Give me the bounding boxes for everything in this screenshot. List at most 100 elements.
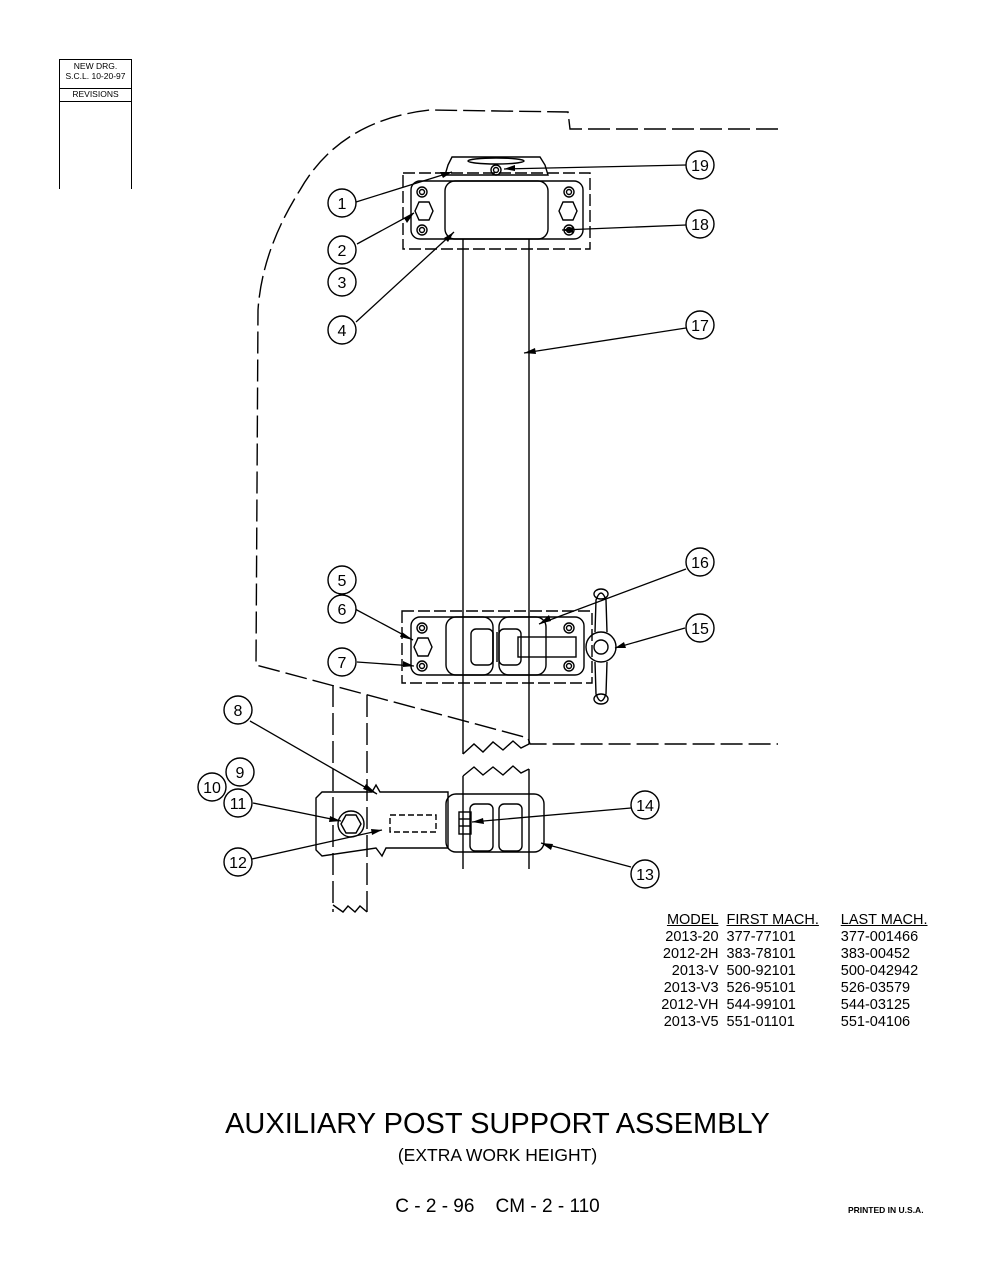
machine-outline xyxy=(255,109,778,745)
middle-clamp-plate xyxy=(410,616,585,676)
callout-number: 19 xyxy=(691,158,709,175)
model-cell: 2013-V3 xyxy=(663,980,719,996)
callout-4: 4 xyxy=(327,315,357,345)
model-cell: 2012-VH xyxy=(661,997,719,1013)
callout-circle xyxy=(685,613,715,643)
callout-circle xyxy=(327,647,357,677)
callout-number: 9 xyxy=(236,765,245,782)
callout-circle xyxy=(223,695,253,725)
middle-clamp-left xyxy=(445,616,494,676)
callout-circle xyxy=(630,859,660,889)
first-cell: 551-01101 xyxy=(726,1014,795,1030)
callout-15: 15 xyxy=(685,613,715,643)
callout-number: 6 xyxy=(338,602,347,619)
first-cell: 544-99101 xyxy=(726,997,796,1013)
table-row: 2013-V 500-92101 500-042942 xyxy=(650,963,950,980)
callout-3: 3 xyxy=(327,267,357,297)
revision-line-2: S.C.L. 10-20-97 xyxy=(65,71,126,81)
first-cell: 500-92101 xyxy=(726,963,796,979)
callout-12: 12 xyxy=(223,847,253,877)
model-table: MODEL FIRST MACH. LAST MACH. 2013-20 377-… xyxy=(650,912,950,1031)
last-cell: 383-00452 xyxy=(840,946,911,962)
printed-note: PRINTED IN U.S.A. xyxy=(848,1205,924,1215)
callout-number: 15 xyxy=(691,621,709,638)
callout-7: 7 xyxy=(327,647,357,677)
callout-6: 6 xyxy=(327,594,357,624)
table-row: 2012-VH 544-99101 544-03125 xyxy=(650,997,950,1014)
last-cell: 526-03579 xyxy=(840,980,911,996)
first-cell: 377-77101 xyxy=(726,929,796,945)
drawing-title: AUXILIARY POST SUPPORT ASSEMBLY xyxy=(225,1108,770,1140)
callout-number: 3 xyxy=(338,275,347,292)
callout-circle xyxy=(685,310,715,340)
model-cell: 2012-2H xyxy=(662,946,719,962)
table-header: MODEL FIRST MACH. LAST MACH. xyxy=(650,912,950,929)
callout-circle xyxy=(685,150,715,180)
callout-11: 11 xyxy=(223,788,253,818)
lower-clamp xyxy=(445,793,545,853)
last-cell: 551-04106 xyxy=(840,1014,911,1030)
callout-circle xyxy=(223,847,253,877)
callout-circle xyxy=(630,790,660,820)
callout-number: 16 xyxy=(691,555,709,572)
callout-circle xyxy=(327,235,357,265)
table-row: 2013-20 377-77101 377-001466 xyxy=(650,929,950,946)
last-cell: 377-001466 xyxy=(840,929,919,945)
callout-9: 9 xyxy=(225,757,255,787)
drawing-reference: C - 2 - 96 CM - 2 - 110 xyxy=(395,1196,600,1217)
callout-number: 11 xyxy=(230,796,247,813)
callout-number: 12 xyxy=(229,855,247,872)
callout-1: 1 xyxy=(327,188,357,218)
last-cell: 500-042942 xyxy=(840,963,919,979)
header-first: FIRST MACH. xyxy=(726,912,819,928)
callout-8: 8 xyxy=(223,695,253,725)
table-row: 2013-V3 526-95101 526-03579 xyxy=(650,980,950,997)
model-cell: 2013-V xyxy=(671,963,719,979)
callout-circle xyxy=(327,315,357,345)
drawing-subtitle: (EXTRA WORK HEIGHT) xyxy=(397,1145,598,1165)
callout-number: 18 xyxy=(691,217,709,234)
callout-circle xyxy=(225,757,255,787)
callout-16: 16 xyxy=(685,547,715,577)
header-model: MODEL xyxy=(666,912,719,928)
top-clamp-plate xyxy=(410,180,584,240)
callout-17: 17 xyxy=(685,310,715,340)
callout-circle xyxy=(327,565,357,595)
callout-14: 14 xyxy=(630,790,660,820)
first-cell: 383-78101 xyxy=(726,946,796,962)
last-cell: 544-03125 xyxy=(840,997,911,1013)
leg-break xyxy=(332,904,368,913)
callout-number: 10 xyxy=(203,780,221,797)
top-clamp-body xyxy=(444,180,549,240)
post-break-lower xyxy=(462,765,530,777)
revision-note: NEW DRG. S.C.L. 10-20-97 xyxy=(60,59,131,86)
callout-number: 8 xyxy=(234,703,243,720)
callout-19: 19 xyxy=(685,150,715,180)
callout-10: 10 xyxy=(197,772,227,802)
middle-clamp-right xyxy=(498,616,547,676)
table-row: 2012-2H 383-78101 383-00452 xyxy=(650,946,950,963)
callout-number: 13 xyxy=(636,867,654,884)
callout-number: 5 xyxy=(338,573,347,590)
callout-circle xyxy=(197,772,227,802)
revisions-label: REVISIONS xyxy=(60,88,131,102)
callout-number: 14 xyxy=(636,798,654,815)
post-break-upper xyxy=(462,740,530,755)
table-row: 2013-V5 551-01101 551-04106 xyxy=(650,1014,950,1031)
model-cell: 2013-20 xyxy=(665,929,719,945)
callout-13: 13 xyxy=(630,859,660,889)
callout-number: 2 xyxy=(338,243,347,260)
first-cell: 526-95101 xyxy=(726,980,796,996)
header-last: LAST MACH. xyxy=(840,912,928,928)
callout-circle xyxy=(685,209,715,239)
callout-5: 5 xyxy=(327,565,357,595)
model-cell: 2013-V5 xyxy=(663,1014,719,1030)
callout-number: 1 xyxy=(338,196,347,213)
callout-number: 4 xyxy=(338,323,347,340)
callout-circle xyxy=(223,788,253,818)
callout-circle xyxy=(685,547,715,577)
callout-number: 7 xyxy=(338,655,347,672)
handle-knob xyxy=(585,631,617,663)
callout-18: 18 xyxy=(685,209,715,239)
